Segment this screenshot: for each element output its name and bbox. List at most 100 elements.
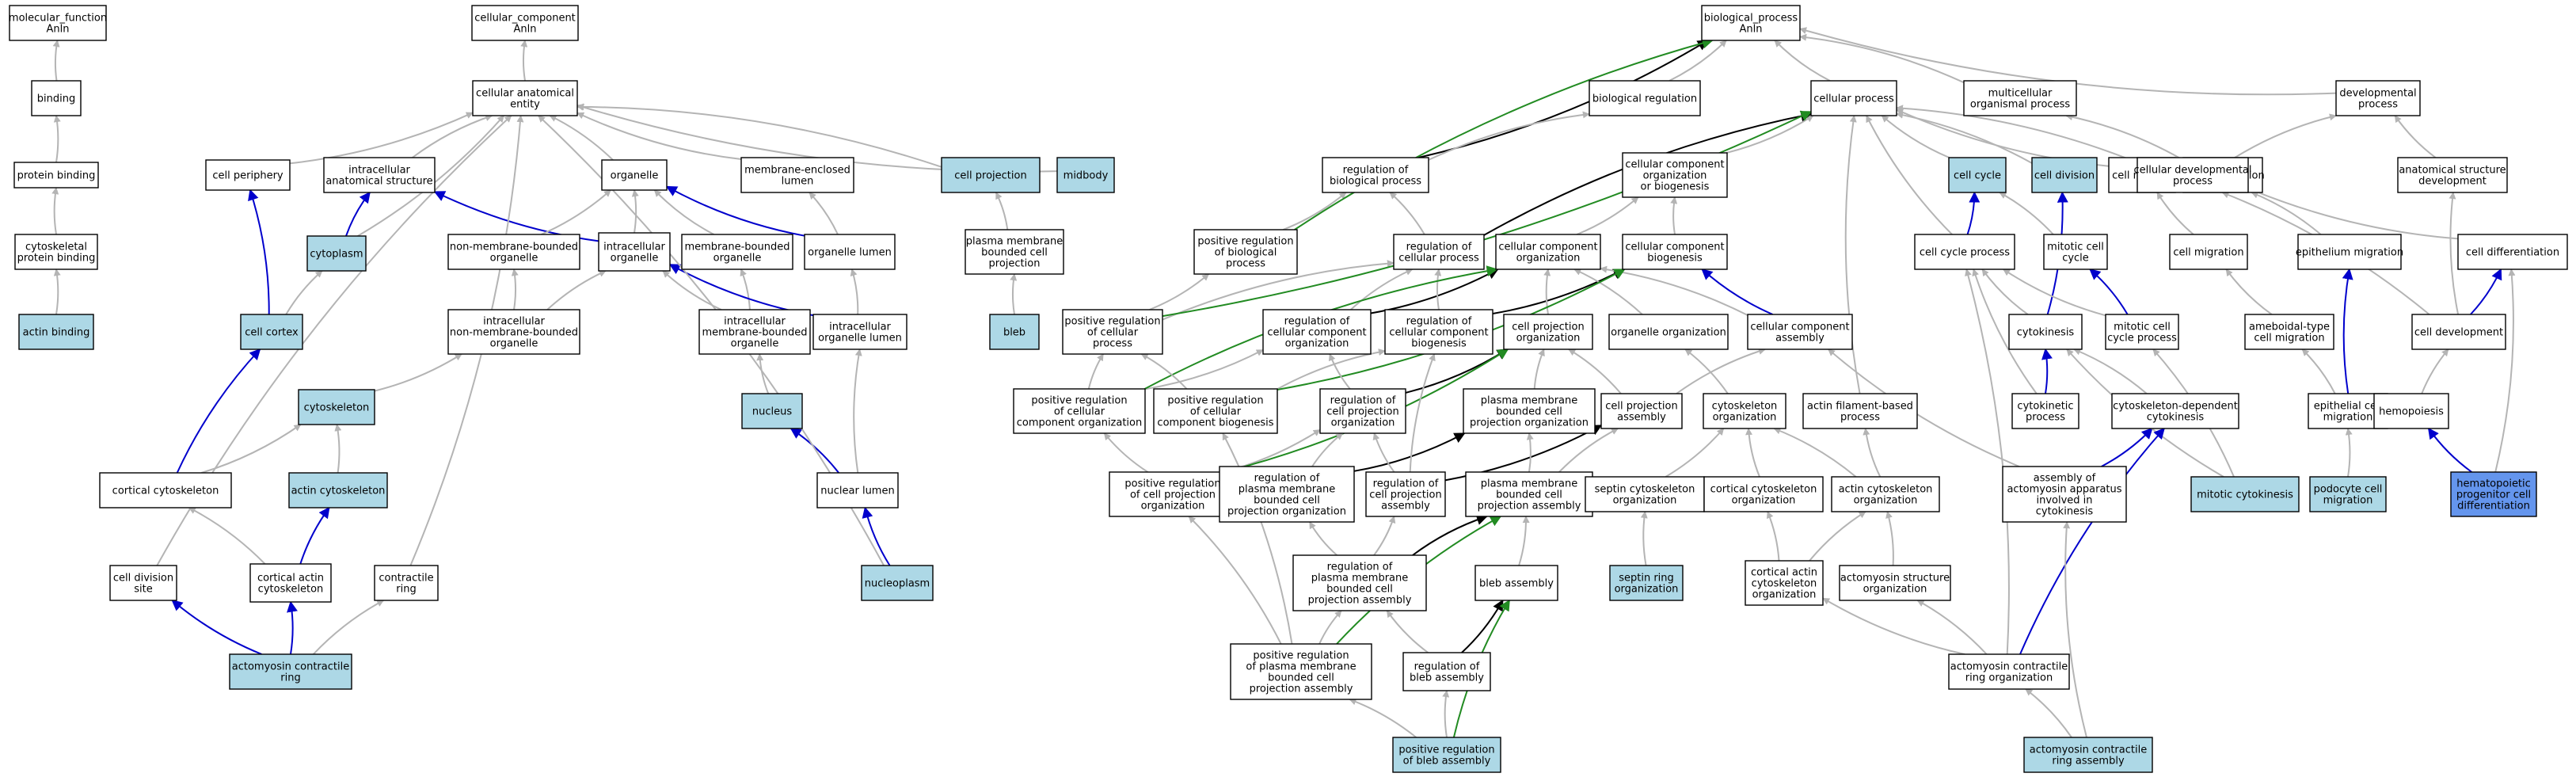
node-cellper[interactable]: cell periphery: [205, 159, 291, 191]
node-mitcytok[interactable]: mitotic cytokinesis: [2190, 476, 2300, 512]
node-label: plasma membrane: [1311, 573, 1409, 585]
node-celldiv[interactable]: cell division: [2031, 157, 2098, 193]
node-protbind[interactable]: protein binding: [13, 162, 99, 189]
node-inmbo[interactable]: intracellularnon-membrane-boundedorganel…: [447, 309, 580, 355]
node-epimig[interactable]: epithelium migration: [2296, 234, 2403, 270]
node-nucleus[interactable]: nucleus: [741, 393, 803, 429]
node-orgorg[interactable]: organelle organization: [1608, 314, 1729, 350]
node-cellcycle[interactable]: cell cycle: [1948, 157, 2007, 193]
edge-inmbo-is_a-nmbo: [511, 269, 519, 310]
node-cellproj[interactable]: cell projection: [941, 157, 1041, 193]
node-cellproc[interactable]: cellular process: [1810, 80, 1897, 116]
node-cellmig[interactable]: cell migration: [2169, 234, 2248, 270]
node-corticalcyto[interactable]: cortical cytoskeleton: [99, 472, 232, 508]
node-binding[interactable]: binding: [31, 80, 82, 116]
node-label: regulation of: [1330, 395, 1396, 407]
node-midbody[interactable]: midbody: [1056, 157, 1115, 193]
node-nuclumen[interactable]: nuclear lumen: [816, 472, 899, 508]
node-cytoplasm[interactable]: cytoplasm: [306, 235, 367, 272]
node-hemopoiesis[interactable]: hemopoiesis: [2373, 393, 2449, 429]
node-bioreg[interactable]: biological regulation: [1589, 80, 1701, 116]
node-label: organelle: [713, 253, 762, 265]
node-ccp[interactable]: cell cycle process: [1914, 234, 2015, 270]
node-cytokinesis[interactable]: cytokinesis: [2008, 314, 2083, 350]
node-organelle[interactable]: organelle: [601, 159, 668, 191]
node-celldev[interactable]: cell development: [2411, 314, 2506, 350]
node-orglumen[interactable]: organelle lumen: [804, 234, 896, 270]
node-celldiff[interactable]: cell differentiation: [2457, 234, 2568, 270]
node-blebasm[interactable]: bleb assembly: [1474, 565, 1558, 601]
node-nucleoplasm[interactable]: nucleoplasm: [861, 565, 934, 601]
node-actincyto[interactable]: actin cytoskeleton: [288, 472, 388, 508]
node-cellcortex[interactable]: cell cortex: [240, 314, 303, 350]
edge-regpmbcpo-is_a-regcpo: [1311, 432, 1344, 467]
node-actinbind[interactable]: actin binding: [18, 314, 94, 350]
node-cytoskeleton[interactable]: cytoskeleton: [298, 389, 375, 425]
node-bleb[interactable]: bleb: [989, 314, 1040, 350]
